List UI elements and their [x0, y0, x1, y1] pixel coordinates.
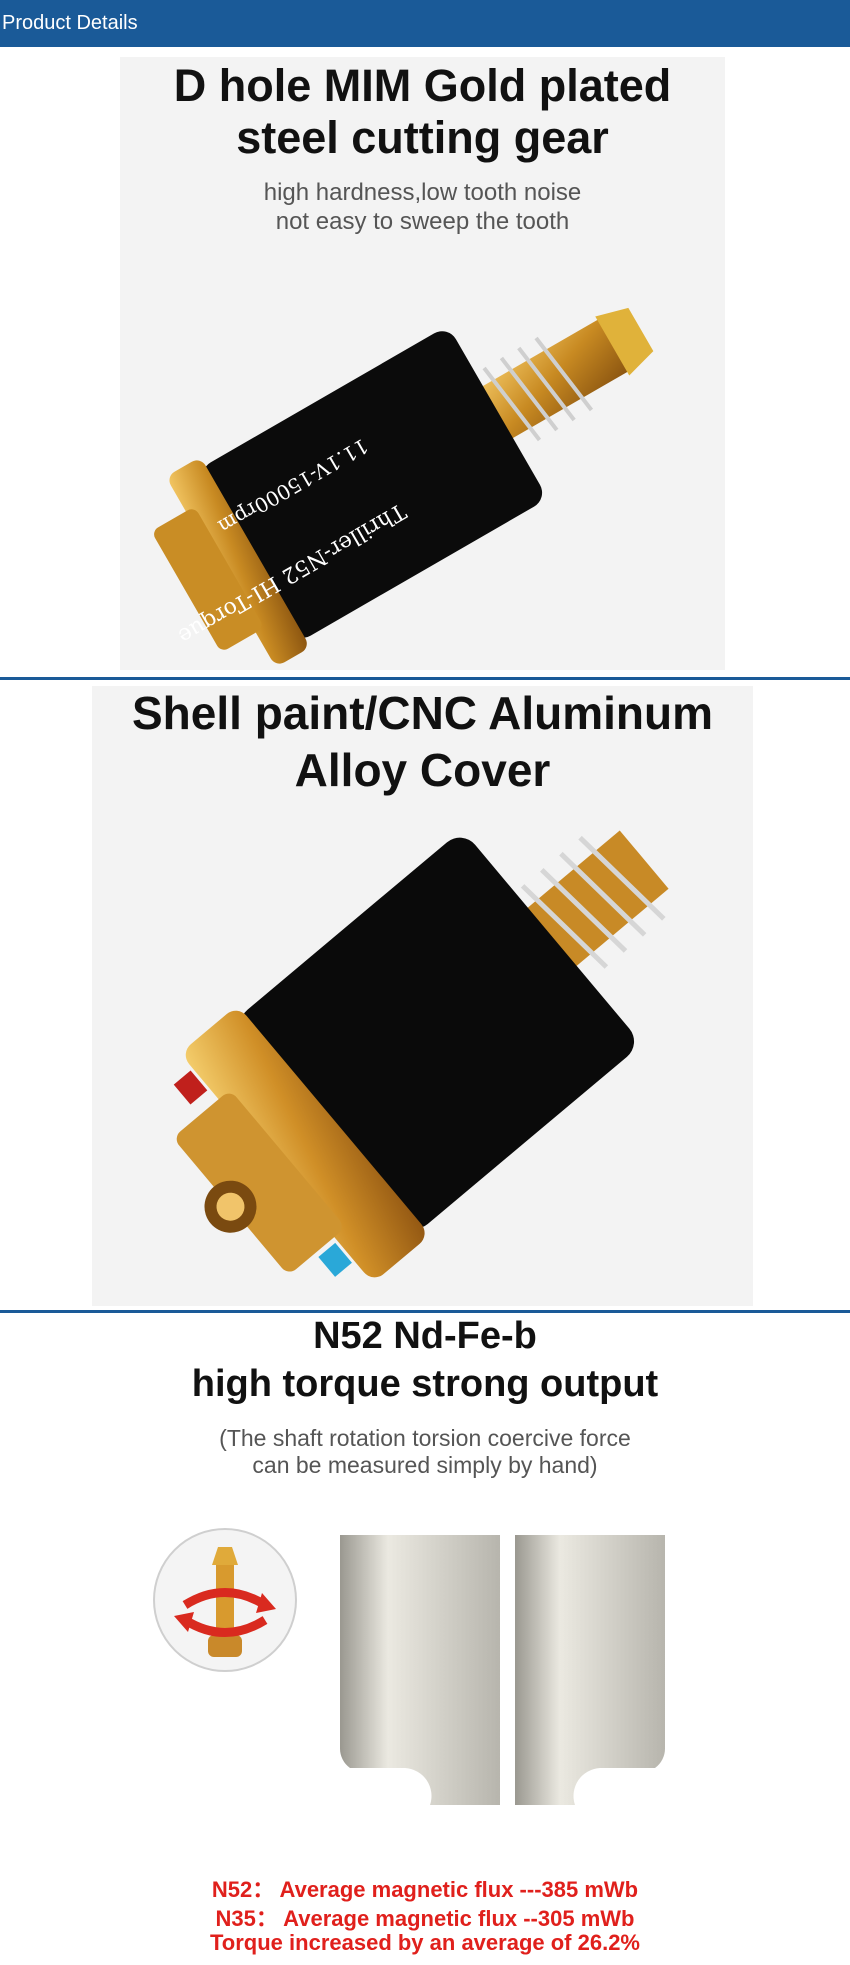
gear-title-line2: steel cutting gear [236, 112, 609, 163]
gear-image-panel: D hole MIM Gold plated steel cutting gea… [120, 57, 725, 670]
gear-title-line1: D hole MIM Gold plated [173, 60, 672, 111]
gear-subtitle-line2: not easy to sweep the tooth [275, 208, 570, 235]
magnet-subtitle-line1: (The shaft rotation torsion coercive for… [219, 1425, 631, 1451]
motor-image-2 [173, 830, 669, 1278]
product-details-header: Product Details [0, 0, 850, 47]
magnet-title-line2: high torque strong output [191, 1363, 659, 1405]
gear-subtitle-line1: high hardness,low tooth noise [263, 179, 582, 206]
section-divider-1 [0, 677, 850, 680]
cover-title-line1: Shell paint/CNC Aluminum [132, 687, 713, 739]
shaft-rotation-illustration [153, 1528, 297, 1672]
cover-title-line2: Alloy Cover [294, 744, 551, 796]
motor-image-1: Thriller-N52 HI-Torque 11.1V-15000rpm [154, 307, 654, 664]
magnet-title-line1: N52 Nd-Fe-b [313, 1315, 537, 1357]
n52-flux-line: N52： Average magnetic flux ---385 mWb [211, 1877, 639, 1902]
magnet-subtitle-line2: can be measured simply by hand) [252, 1452, 598, 1478]
cover-image-panel: Shell paint/CNC Aluminum Alloy Cover [92, 686, 753, 1306]
section-divider-2 [0, 1310, 850, 1313]
header-title: Product Details [2, 12, 138, 34]
torque-increase-line: Torque increased by an average of 26.2% [210, 1930, 640, 1955]
n35-flux-line: N35： Average magnetic flux --305 mWb [215, 1906, 635, 1931]
magnet-pair-image [339, 1535, 666, 1805]
